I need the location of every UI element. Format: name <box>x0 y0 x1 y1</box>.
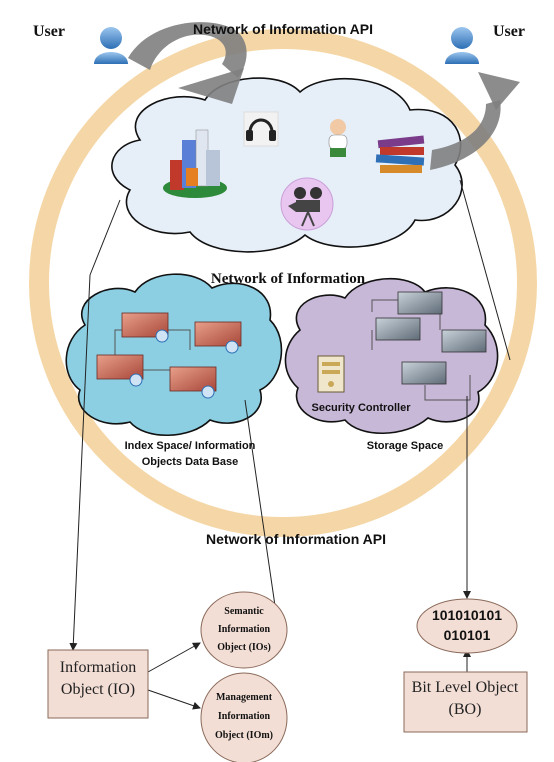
management-line3: Object (IOm) <box>215 730 273 741</box>
buildings-icon <box>163 129 227 198</box>
semantic-line2: Information <box>218 624 271 635</box>
right-user-arrow-head <box>478 72 520 110</box>
storage-space-label: Storage Space <box>367 440 443 452</box>
books-icon <box>375 135 425 173</box>
io-box-line2: Object (IO) <box>61 681 135 698</box>
io-to-semantic-arrow <box>147 642 201 673</box>
left-user-arrow-head <box>178 68 244 104</box>
left-user-arrow <box>128 22 247 78</box>
semantic-line3: Object (IOs) <box>217 642 271 653</box>
right-user-icon <box>445 27 479 64</box>
storage-space-cloud <box>284 277 499 435</box>
index-space-label-2: Objects Data Base <box>142 456 239 468</box>
headphones-icon <box>243 111 279 147</box>
index-space-label-1: Index Space/ Information <box>125 440 256 452</box>
bits-line1: 101010101 <box>432 607 502 623</box>
security-controller-icon <box>317 355 345 393</box>
semantic-line1: Semantic <box>224 606 264 617</box>
top-cloud-left-line <box>89 199 121 276</box>
network-label: Network of Information <box>211 271 366 287</box>
security-controller-label: Security Controller <box>311 402 411 414</box>
left-user-icon <box>94 27 128 64</box>
content-cloud <box>111 77 463 253</box>
management-ellipse <box>200 672 288 762</box>
bits-line2: 010101 <box>444 627 491 643</box>
ring-bottom-label: Network of Information API <box>206 531 386 547</box>
io-box-line1: Information <box>60 659 136 676</box>
bits-ellipse <box>416 598 518 654</box>
index-space-cloud <box>65 273 283 437</box>
io-to-management-arrow <box>147 689 201 710</box>
management-line1: Management <box>216 692 273 703</box>
character-icon <box>328 119 348 157</box>
api-ring <box>29 29 537 537</box>
index-server-1 <box>121 312 169 343</box>
right-user-label: User <box>493 23 525 40</box>
index-server-4 <box>169 366 217 399</box>
io-box <box>47 649 149 719</box>
ring-top-label: Network of Information API <box>193 21 373 37</box>
storage-server-1 <box>375 317 421 341</box>
index-to-io-line <box>69 274 91 651</box>
right-user-arrow <box>430 100 501 170</box>
storage-server-2 <box>397 291 443 315</box>
film-camera-icon <box>280 177 334 231</box>
index-server-3 <box>96 354 144 387</box>
index-to-semantic-line <box>244 399 283 641</box>
management-line2: Information <box>218 711 271 722</box>
bo-box <box>403 671 528 733</box>
top-cloud-right-line <box>459 179 511 361</box>
storage-server-3 <box>441 329 487 353</box>
bo-box-line1: Bit Level Object <box>412 679 519 696</box>
semantic-ellipse <box>200 591 288 669</box>
left-user-label: User <box>33 23 65 40</box>
bo-box-line2: (BO) <box>449 701 482 718</box>
storage-server-4 <box>401 361 447 385</box>
index-server-2 <box>194 321 242 354</box>
